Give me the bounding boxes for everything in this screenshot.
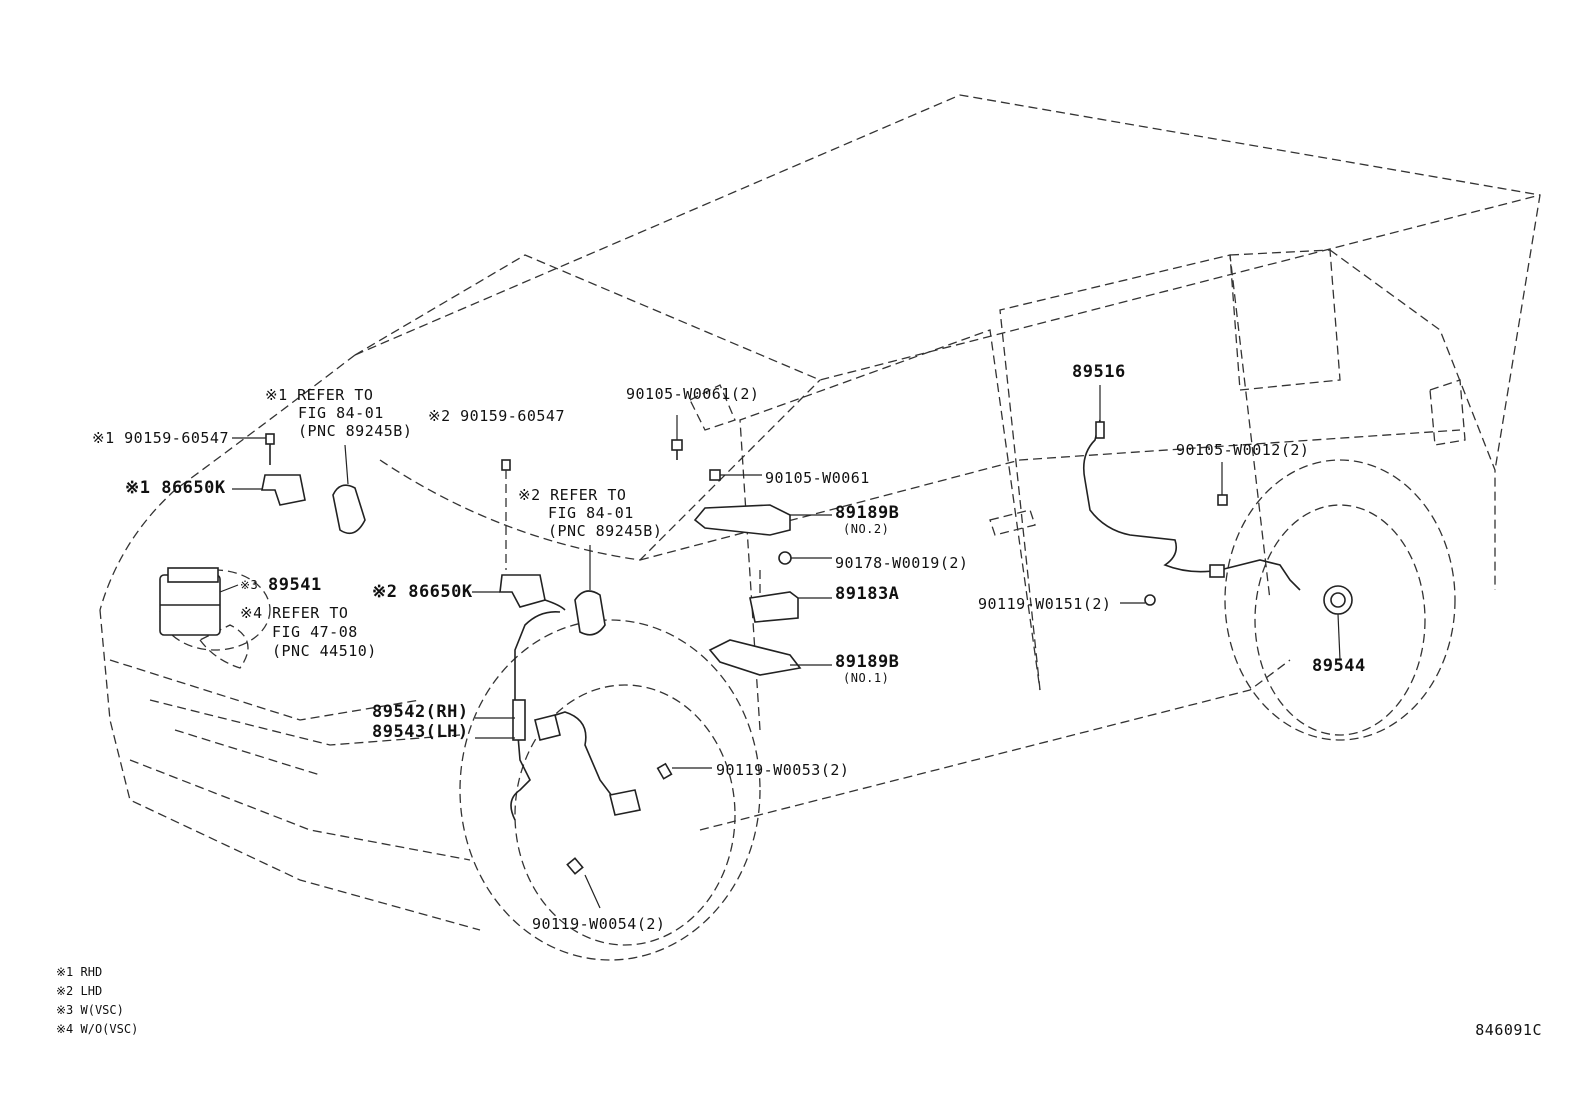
rear-rotor-part <box>1323 585 1353 661</box>
bolt-rear-upper-label: 90105-W0012(2) <box>1176 441 1310 459</box>
front-wheel <box>514 684 736 946</box>
ref-rhd-label-line3: (PNC 89245B) <box>298 422 413 440</box>
rear-wheel-arch <box>1224 459 1456 741</box>
roof-outline <box>354 94 1541 471</box>
figure-code: 846091C <box>1475 1021 1542 1039</box>
yaw-sensor-rhd <box>332 444 366 535</box>
front-sensor-lh-label: 89543(LH) <box>372 722 469 742</box>
legend-item-wo-vsc: ※4 W/O(VSC) <box>56 1022 139 1036</box>
ref-rhd-label-line2: FIG 84-01 <box>298 404 384 422</box>
side-sill <box>699 659 1291 831</box>
bolt-top-center-label: 90105-W0061(2) <box>626 385 760 403</box>
bolt-rhd-label: ※1 90159-60547 <box>92 429 229 447</box>
rear-door <box>999 254 1271 691</box>
front-bolt-lower <box>566 857 601 909</box>
ref-lhd-label-line1: ※2 REFER TO <box>518 486 627 504</box>
sensor-center-label: 89183A <box>835 584 900 604</box>
ref-rhd-label-line1: ※1 REFER TO <box>265 386 374 404</box>
hood-center <box>379 379 821 561</box>
actuator-mark-label: ※3 <box>240 578 259 592</box>
bracket-no1-part <box>708 639 832 676</box>
front-speed-sensor-harness <box>510 610 641 821</box>
bolt-rear-lower-label: 90119-W0151(2) <box>978 595 1112 613</box>
front-sensor-rh-label: 89542(RH) <box>372 702 469 722</box>
legend-item-w-vsc: ※3 W(VSC) <box>56 1003 124 1017</box>
fender-front <box>99 609 481 931</box>
ref-lhd-label-line3: (PNC 89245B) <box>548 522 663 540</box>
bolt-front-lower-label: 90119-W0054(2) <box>532 915 666 933</box>
actuator-part-label: 89541 <box>268 575 322 595</box>
ref-wo-label-line1: ※4 REFER TO <box>240 604 349 622</box>
front-bolt-upper <box>656 762 712 780</box>
bracket-no1-label: 89189B <box>835 652 900 672</box>
bracket-no1-note: (NO.1) <box>843 671 890 685</box>
bracket-rhd-part <box>261 433 306 506</box>
legend-item-lhd: ※2 LHD <box>56 984 103 998</box>
abs-actuator-part <box>159 567 221 636</box>
front-door <box>739 329 1041 731</box>
ref-wo-label-line3: (PNC 44510) <box>272 642 377 660</box>
bumper-front <box>109 659 471 861</box>
belt-line <box>639 429 1461 561</box>
door-handle-front <box>989 509 1036 536</box>
rear-wheel <box>1254 504 1426 736</box>
ref-lhd-label-line2: FIG 84-01 <box>548 504 634 522</box>
front-wheel-arch <box>459 619 761 961</box>
top-bolt-center <box>671 415 683 460</box>
nut-center <box>778 551 832 565</box>
bolt-lhd-label: ※2 90159-60547 <box>428 407 565 425</box>
rear-bolt-lower <box>1120 594 1156 606</box>
bolt-front-upper-label: 90119-W0053(2) <box>716 761 850 779</box>
ref-wo-label-line2: FIG 47-08 <box>272 623 358 641</box>
rear-window <box>1229 249 1341 391</box>
bracket-no2-label: 89189B <box>835 503 900 523</box>
mirror <box>689 384 736 431</box>
legend-item-rhd: ※1 RHD <box>56 965 103 979</box>
legend: ※1 RHD ※2 LHD ※3 W(VSC) ※4 W/O(VSC) <box>56 963 138 1039</box>
yaw-sensor-lhd <box>574 545 606 636</box>
rear-sensor-label: 89516 <box>1072 362 1126 382</box>
rear-speed-sensor-harness <box>1082 419 1301 591</box>
bolt-bracket-label: 90105-W0061 <box>765 469 870 487</box>
rear-quarter <box>1329 249 1496 590</box>
grille <box>149 699 461 776</box>
windshield-line <box>354 194 1541 381</box>
bracket-lhd-label: ※2 86650K <box>372 582 473 602</box>
nut-center-label: 90178-W0019(2) <box>835 554 969 572</box>
bracket-rhd-label: ※1 86650K <box>125 478 226 498</box>
sensor-center-part <box>749 570 832 623</box>
rear-bolt-upper <box>1217 462 1228 506</box>
bracket-no2-part <box>693 469 832 536</box>
rear-rotor-label: 89544 <box>1312 656 1366 676</box>
headlight <box>199 624 249 669</box>
tail-lamp <box>1429 379 1466 446</box>
bracket-no2-note: (NO.2) <box>843 522 890 536</box>
hood-line <box>99 354 356 611</box>
